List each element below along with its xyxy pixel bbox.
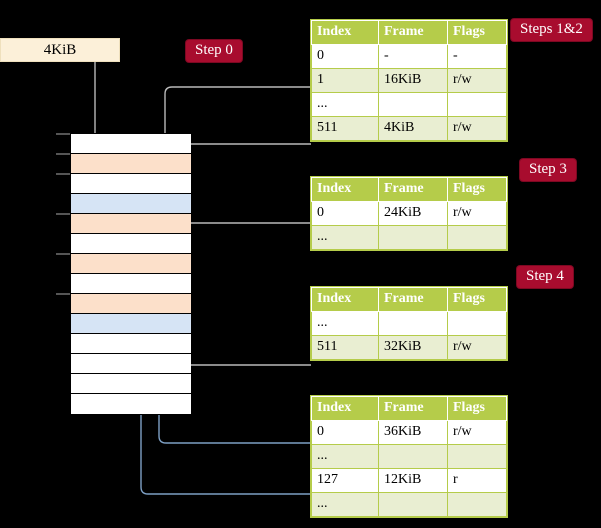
wire-t2-row0-to-memory xyxy=(181,222,311,251)
memory-row-tick xyxy=(56,153,70,155)
table-cell-index: ... xyxy=(311,311,379,336)
table-cell-frame: - xyxy=(378,44,448,69)
memory-frame-row xyxy=(71,274,191,294)
memory-row-tick xyxy=(56,213,70,215)
memory-frame-row xyxy=(71,254,191,274)
step-badge-steps-1-2: Steps 1&2 xyxy=(511,19,592,41)
table-cell-flags: r/w xyxy=(447,68,507,93)
memory-frame-row xyxy=(71,374,191,394)
table-cell-flags: r/w xyxy=(447,201,507,226)
column-header-frame: Frame xyxy=(378,20,448,45)
table-cell-flags xyxy=(447,92,507,117)
memory-frame-row xyxy=(71,214,191,234)
table-cell-frame: 12KiB xyxy=(378,468,448,493)
step-badge-step-4: Step 4 xyxy=(517,266,573,288)
table-cell-flags: - xyxy=(447,44,507,69)
memory-row-tick xyxy=(56,293,70,295)
table-cell-frame xyxy=(378,492,448,517)
table-cell-index: 511 xyxy=(311,335,379,360)
table-cell-index: 1 xyxy=(311,68,379,93)
memory-frame-row xyxy=(71,334,191,354)
memory-row-tick xyxy=(56,133,70,135)
source-frame-box: 4KiB xyxy=(0,38,120,62)
table-cell-index: 0 xyxy=(311,201,379,226)
table-cell-flags xyxy=(447,311,507,336)
table-cell-index: ... xyxy=(311,492,379,517)
table-row: ... xyxy=(311,225,507,250)
table-cell-flags: r/w xyxy=(447,116,507,141)
table-cell-frame xyxy=(378,225,448,250)
column-header-flags: Flags xyxy=(447,396,507,421)
table-row: ... xyxy=(311,92,507,117)
memory-row-tick xyxy=(56,173,70,175)
memory-frame-row xyxy=(71,314,191,334)
column-header-frame: Frame xyxy=(378,287,448,312)
table-cell-frame xyxy=(378,444,448,469)
column-header-flags: Flags xyxy=(447,20,507,45)
memory-row-tick xyxy=(56,253,70,255)
memory-frame-row xyxy=(71,354,191,374)
table-row: ... xyxy=(311,492,507,517)
column-header-index: Index xyxy=(311,20,379,45)
column-header-flags: Flags xyxy=(447,287,507,312)
column-header-frame: Frame xyxy=(378,177,448,202)
wire-t1-row511-to-memory xyxy=(181,143,311,209)
table-cell-frame: 36KiB xyxy=(378,420,448,445)
physical-memory-column xyxy=(70,133,191,415)
table-row: ... xyxy=(311,311,507,336)
table-cell-flags: r/w xyxy=(447,420,507,445)
table-cell-index: 0 xyxy=(311,420,379,445)
memory-frame-row xyxy=(71,394,191,414)
memory-frame-row xyxy=(71,294,191,314)
table-cell-index: ... xyxy=(311,92,379,117)
memory-frame-row xyxy=(71,234,191,254)
wire-t3-row511-to-memory xyxy=(174,266,311,366)
table-cell-index: ... xyxy=(311,444,379,469)
table-row: 0-- xyxy=(311,44,507,69)
step-badge-step-0: Step 0 xyxy=(186,40,242,62)
table-cell-frame xyxy=(378,92,448,117)
table-cell-frame: 24KiB xyxy=(378,201,448,226)
table-cell-frame: 4KiB xyxy=(378,116,448,141)
table-cell-index: ... xyxy=(311,225,379,250)
memory-frame-row xyxy=(71,194,191,214)
memory-frame-row xyxy=(71,134,191,154)
table-cell-index: 0 xyxy=(311,44,379,69)
table-cell-frame: 16KiB xyxy=(378,68,448,93)
column-header-flags: Flags xyxy=(447,177,507,202)
column-header-index: Index xyxy=(311,177,379,202)
table-cell-flags xyxy=(447,444,507,469)
table-cell-frame: 32KiB xyxy=(378,335,448,360)
table-row: ... xyxy=(311,444,507,469)
table-cell-frame xyxy=(378,311,448,336)
column-header-frame: Frame xyxy=(378,396,448,421)
step-badge-step-3: Step 3 xyxy=(520,159,576,181)
table-cell-flags: r xyxy=(447,468,507,493)
table-cell-flags xyxy=(447,492,507,517)
table-cell-index: 511 xyxy=(311,116,379,141)
column-header-index: Index xyxy=(311,287,379,312)
table-cell-flags xyxy=(447,225,507,250)
table-cell-index: 127 xyxy=(311,468,379,493)
table-cell-flags: r/w xyxy=(447,335,507,360)
column-header-index: Index xyxy=(311,396,379,421)
memory-frame-row xyxy=(71,174,191,194)
memory-frame-row xyxy=(71,154,191,174)
